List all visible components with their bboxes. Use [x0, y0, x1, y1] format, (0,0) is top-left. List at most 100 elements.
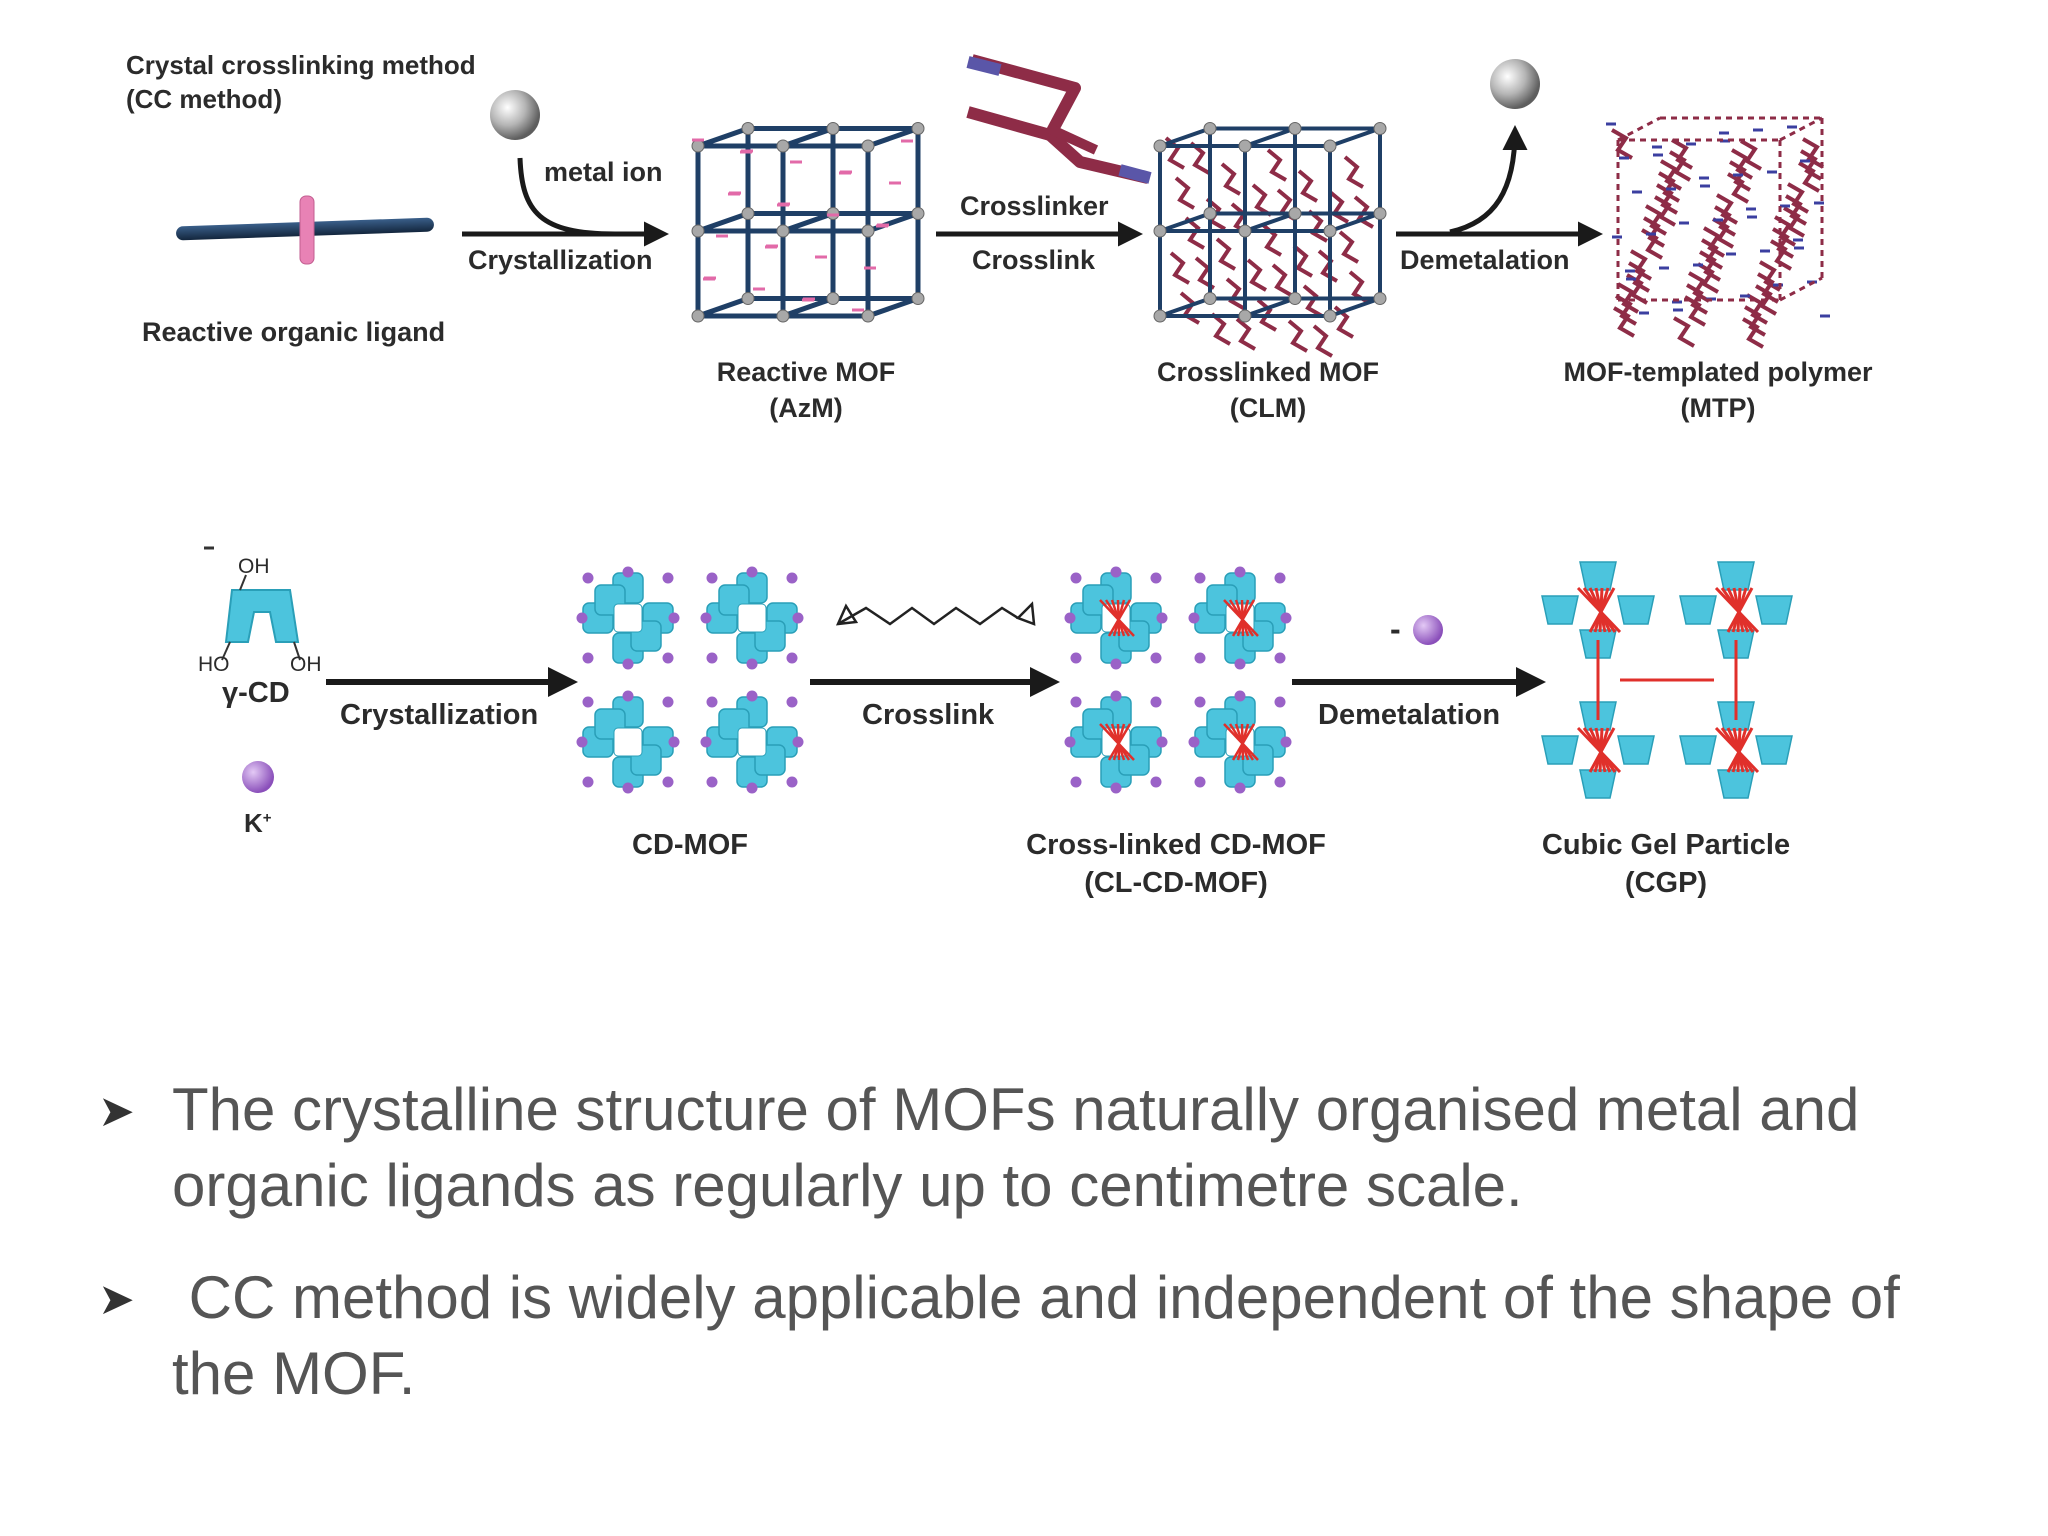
cl-cd-mof-name: Cross-linked CD-MOF	[1026, 829, 1326, 861]
potassium-node	[1110, 782, 1122, 794]
polymer-strand	[1643, 216, 1665, 248]
cross-linked-cd-mof-icon	[1064, 566, 1292, 794]
potassium-node	[746, 782, 758, 794]
potassium-node	[668, 736, 680, 748]
crystallization-label-top: Crystallization	[468, 245, 653, 275]
crosslinker-strand	[1169, 251, 1190, 285]
potassium-node	[1234, 566, 1246, 578]
crosslinker-molecule-icon	[966, 54, 1152, 184]
potassium-node	[786, 572, 798, 584]
potassium-node	[622, 690, 634, 702]
metal-node	[776, 224, 790, 238]
metal-node	[1203, 122, 1217, 135]
bullet-item: ➤ The crystalline structure of MOFs natu…	[98, 1072, 1998, 1224]
reactive-mof-abbrev: (AzM)	[769, 393, 843, 423]
ho-left-label: HO	[198, 653, 230, 676]
potassium-node	[662, 652, 674, 664]
crosslinker-strand	[1271, 263, 1292, 297]
cd-pore	[737, 603, 767, 633]
bullet-list: ➤ The crystalline structure of MOFs natu…	[98, 1072, 1998, 1448]
lattice-edge	[695, 296, 751, 319]
polymer-strand	[1712, 217, 1734, 249]
metal-node	[741, 122, 755, 135]
potassium-node	[1188, 736, 1200, 748]
potassium-node	[1194, 776, 1206, 788]
potassium-node	[1150, 776, 1162, 788]
metal-node	[861, 224, 875, 238]
polymer-strand	[1802, 137, 1824, 169]
cd-cone	[1617, 595, 1655, 625]
crosslinker-strand	[1235, 317, 1256, 351]
potassium-node	[1150, 572, 1162, 584]
crosslinker-strand	[1215, 237, 1236, 271]
bullet-arrow-icon: ➤	[98, 1274, 135, 1325]
crosslinker-strand	[1210, 312, 1231, 346]
polymer-strand	[1798, 161, 1820, 193]
metal-node	[1373, 122, 1387, 135]
potassium-node	[1110, 566, 1122, 578]
metal-node	[826, 292, 840, 305]
metal-node	[861, 139, 875, 153]
potassium-node	[1070, 572, 1082, 584]
crosslinker-strand	[1312, 324, 1333, 358]
metal-node	[1373, 292, 1387, 305]
cgp-name: Cubic Gel Particle	[1541, 829, 1791, 861]
potassium-node	[662, 572, 674, 584]
cd-pore	[737, 727, 767, 757]
cd-pore	[613, 727, 643, 757]
lattice-edge	[1328, 296, 1382, 318]
polymer-strand	[1673, 316, 1695, 348]
potassium-node	[786, 652, 798, 664]
potassium-node	[1064, 736, 1076, 748]
polymer-edge	[1779, 276, 1823, 302]
lattice-edge	[1158, 296, 1212, 318]
potassium-ion-icon	[242, 761, 274, 793]
potassium-node	[792, 612, 804, 624]
potassium-node	[662, 776, 674, 788]
polymer-edge	[1617, 116, 1661, 142]
cd-cone	[1579, 769, 1617, 799]
metal-node	[911, 122, 925, 135]
crystallization-label-bottom: Crystallization	[340, 699, 539, 731]
potassium-node	[700, 736, 712, 748]
lattice-edge	[780, 126, 836, 149]
crosslinker-strand	[1266, 148, 1287, 182]
gel-strand	[1107, 599, 1132, 637]
crosslinked-mof-lattice-icon	[1153, 122, 1387, 358]
polymer-strand	[1787, 182, 1809, 214]
potassium-node	[1194, 652, 1206, 664]
potassium-node	[662, 696, 674, 708]
method-title: Crystal crosslinking method	[126, 50, 476, 80]
metal-ion-sphere-icon	[490, 90, 540, 140]
potassium-node	[746, 690, 758, 702]
potassium-node	[1274, 776, 1286, 788]
gel-strand	[1588, 587, 1616, 633]
cd-cone	[1541, 735, 1579, 765]
lattice-edge	[695, 126, 751, 149]
cd-cone	[1617, 735, 1655, 765]
potassium-node	[1110, 658, 1122, 670]
lattice-edge	[1158, 126, 1212, 148]
bullet-arrow-icon: ➤	[98, 1086, 135, 1137]
cl-cd-mof-abbrev: (CL-CD-MOF)	[1084, 867, 1268, 899]
metal-node	[1323, 224, 1337, 238]
metal-node	[691, 139, 705, 153]
lattice-edge	[1243, 126, 1297, 148]
bullet-text: The crystalline structure of MOFs natura…	[172, 1076, 1860, 1219]
cd-cone	[1541, 595, 1579, 625]
potassium-node	[1274, 572, 1286, 584]
potassium-node	[622, 782, 634, 794]
crosslinker-strand	[1297, 169, 1318, 203]
gamma-cd-icon	[204, 546, 301, 661]
mof-templated-polymer-icon	[1606, 116, 1830, 349]
polymer-strand	[1628, 261, 1650, 293]
crosslinker-strand	[1287, 319, 1308, 353]
lattice-edge	[865, 211, 921, 234]
potassium-node	[706, 776, 718, 788]
cd-cone	[1755, 735, 1793, 765]
crosslinker-strand	[1184, 216, 1205, 250]
crosslinked-mof-abbrev: (CLM)	[1229, 393, 1307, 423]
gel-strand	[1107, 723, 1132, 761]
crosslinker-strand	[1179, 291, 1200, 325]
polymer-strand	[1742, 317, 1764, 349]
